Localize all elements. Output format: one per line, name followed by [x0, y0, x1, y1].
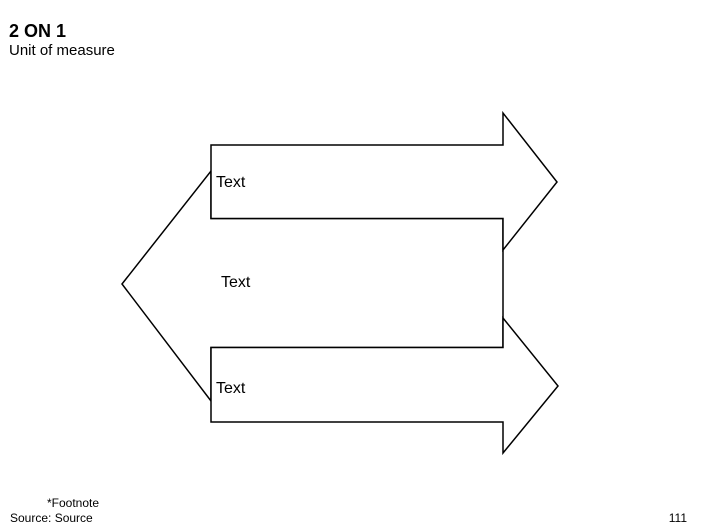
unit-of-measure-label: Unit of measure — [9, 42, 115, 59]
bottom-right-arrow-shape — [210, 315, 559, 456]
page-number: 111 — [668, 511, 687, 525]
top-arrow-label: Text — [216, 174, 246, 191]
source-line: Source: Source — [10, 511, 93, 525]
bottom-arrow-label: Text — [216, 380, 246, 397]
left-arrow-label: Text — [221, 274, 251, 291]
slide-title: 2 ON 1 — [9, 21, 67, 41]
top-right-arrow-shape — [210, 110, 558, 253]
footnote: *Footnote — [47, 496, 100, 510]
